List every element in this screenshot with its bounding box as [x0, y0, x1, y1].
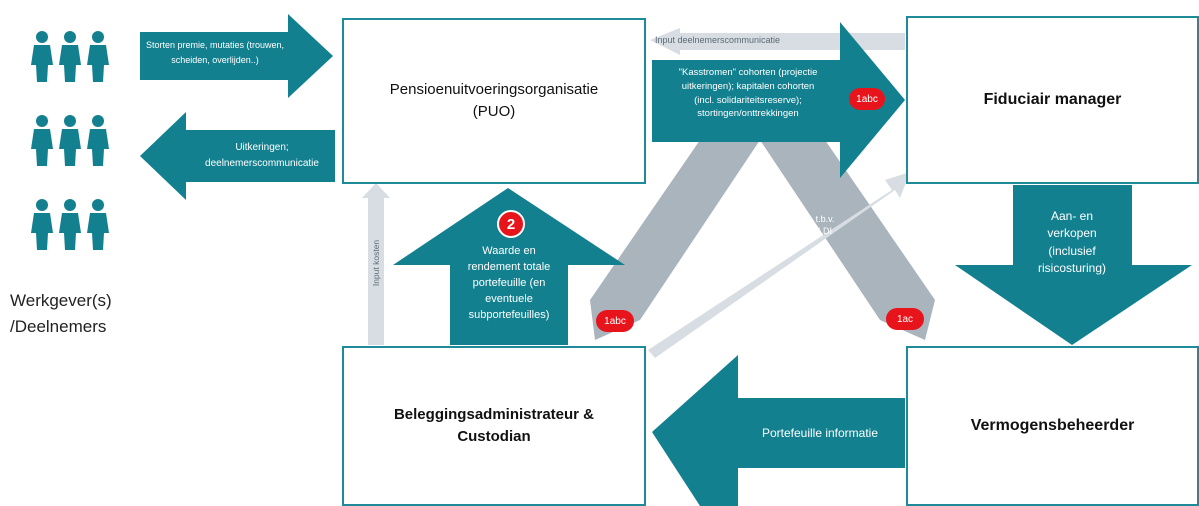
waarde-label: Waarde en rendement totale portefeuille … [467, 245, 551, 321]
vermogensbeheerder-box[interactable]: Vermogensbeheerder [906, 346, 1199, 506]
fiduciair-box[interactable]: Fiduciair manager [906, 16, 1199, 184]
portefeuille-info-arrow[interactable] [652, 355, 905, 506]
aan-verkopen-label: Aan- en verkopen (inclusief risicosturin… [1037, 209, 1106, 276]
gray-arrow-to-admin [590, 140, 760, 340]
beleggingsadmin-box[interactable]: Beleggingsadministrateur & Custodian [342, 346, 646, 506]
badge-1abc-admin: 1abc [596, 310, 634, 332]
input-kosten-label: Input kosten [371, 239, 381, 287]
reconciliatie-arrow [648, 172, 910, 358]
uitkeringen-arrow[interactable] [140, 112, 335, 200]
badge-1ac-vermogen: 1ac [886, 308, 924, 330]
ldi-label: t.b.v. LDI [815, 214, 835, 236]
badge-2-waarde: 2 [497, 210, 525, 238]
people-group-icon [30, 198, 110, 250]
uitkeringen-label: Uitkeringen; deelnemerscommunicatie [205, 142, 319, 169]
vermogensbeheerder-label: Vermogensbeheerder [970, 417, 1135, 434]
storten-label: Storten premie, mutaties (trouwen, schei… [145, 40, 285, 66]
puo-box[interactable]: Pensioenuitvoeringsorganisatie (PUO) [342, 18, 646, 184]
fiduciair-label: Fiduciair manager [983, 91, 1122, 108]
kasstromen-label: "Kasstromen" cohorten (projectie uitkeri… [678, 67, 818, 120]
werkgever-label: Werkgever(s) /Deelnemers [10, 291, 112, 336]
gray-arrow-to-vermogen [760, 140, 935, 340]
kasstromen-arrow[interactable] [652, 22, 905, 178]
people-group-icon [30, 30, 110, 82]
storten-arrow[interactable] [140, 14, 333, 98]
waarde-arrow[interactable] [393, 188, 625, 345]
badge-1abc-kasstromen: 1abc [849, 88, 885, 110]
aan-verkopen-arrow[interactable] [955, 185, 1192, 345]
input-kosten-arrow [362, 183, 390, 345]
beleggingsadmin-label: Beleggingsadministrateur & Custodian [393, 405, 595, 446]
portefeuille-info-label: Portefeuille informatie [761, 426, 879, 440]
puo-label: Pensioenuitvoeringsorganisatie (PUO) [389, 80, 599, 121]
people-group-icon [30, 114, 110, 166]
input-deelnemers-label: Input deelnemerscommunicatie [655, 35, 781, 45]
